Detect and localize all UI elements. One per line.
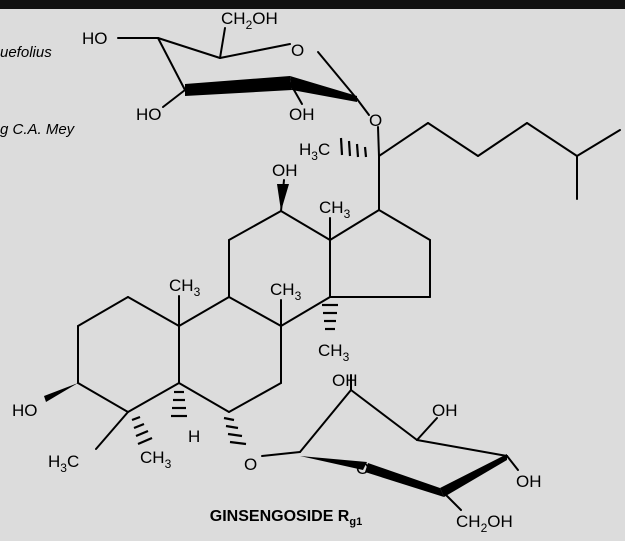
- lower-sugar-oh-far: OH: [516, 472, 542, 491]
- compound-title-main: GINSENGOSIDE R: [209, 508, 350, 525]
- upper-sugar-oh-bottom: OH: [289, 105, 315, 124]
- compound-title: GINSENGOSIDE Rg1: [186, 508, 386, 528]
- upper-sugar-ho-left: HO: [82, 29, 108, 48]
- wedge-lower-sugar-1: [300, 456, 367, 470]
- lower-sugar-ch2oh: CH2OH: [456, 512, 513, 535]
- atom-labels: HO CH2OH O HO OH O H3C OH CH3 CH3 CH3 CH…: [12, 9, 542, 535]
- c12-oh-label: OH: [272, 161, 298, 180]
- upper-sugar-ch2oh: CH2OH: [221, 9, 278, 32]
- hash-c14-methyl: [322, 303, 338, 331]
- c14-methyl-label: CH3: [318, 341, 350, 364]
- lower-sugar-oh-right: OH: [432, 401, 458, 420]
- hash-bonds: [131, 137, 368, 446]
- lower-sugar-oh-top: OH: [332, 371, 358, 390]
- wedge-sugar-front-2: [290, 76, 357, 102]
- glycosidic-o-c20: O: [369, 111, 382, 130]
- wedge-lower-sugar-2: [365, 463, 444, 497]
- c4-gem-methyl-a: H3C: [48, 452, 79, 475]
- upper-sugar-ho-bottom: HO: [136, 105, 162, 124]
- c20-methyl-label: H3C: [299, 140, 330, 163]
- c3-ho-label: HO: [12, 401, 38, 420]
- upper-sugar-ring-o: O: [291, 41, 304, 60]
- side-caption-line1: uefolius: [0, 44, 52, 61]
- c19-methyl-label: CH3: [169, 276, 201, 299]
- c5-h-label: H: [188, 427, 200, 446]
- wedge-sugar-front-1: [185, 76, 292, 96]
- top-bar: [0, 0, 625, 9]
- hash-c5-h: [171, 390, 187, 418]
- wedge-bonds: [44, 76, 507, 497]
- wedge-c12-oh: [277, 184, 289, 211]
- compound-title-subscript: g1: [349, 516, 363, 529]
- c30-methyl-label: CH3: [270, 280, 302, 303]
- wedge-c3-oh: [44, 383, 78, 402]
- hash-c6-o: [223, 416, 247, 446]
- lower-sugar-ring-o: O: [356, 459, 369, 478]
- wedge-lower-sugar-3: [440, 454, 507, 497]
- hash-c20-methyl: [339, 137, 368, 158]
- side-caption-line2: g C.A. Mey: [0, 121, 75, 138]
- glycosidic-o-c6: O: [244, 455, 257, 474]
- c4-gem-methyl-b: CH3: [140, 448, 172, 471]
- c18-methyl-label: CH3: [319, 198, 351, 221]
- hash-c4-methyl: [131, 415, 153, 446]
